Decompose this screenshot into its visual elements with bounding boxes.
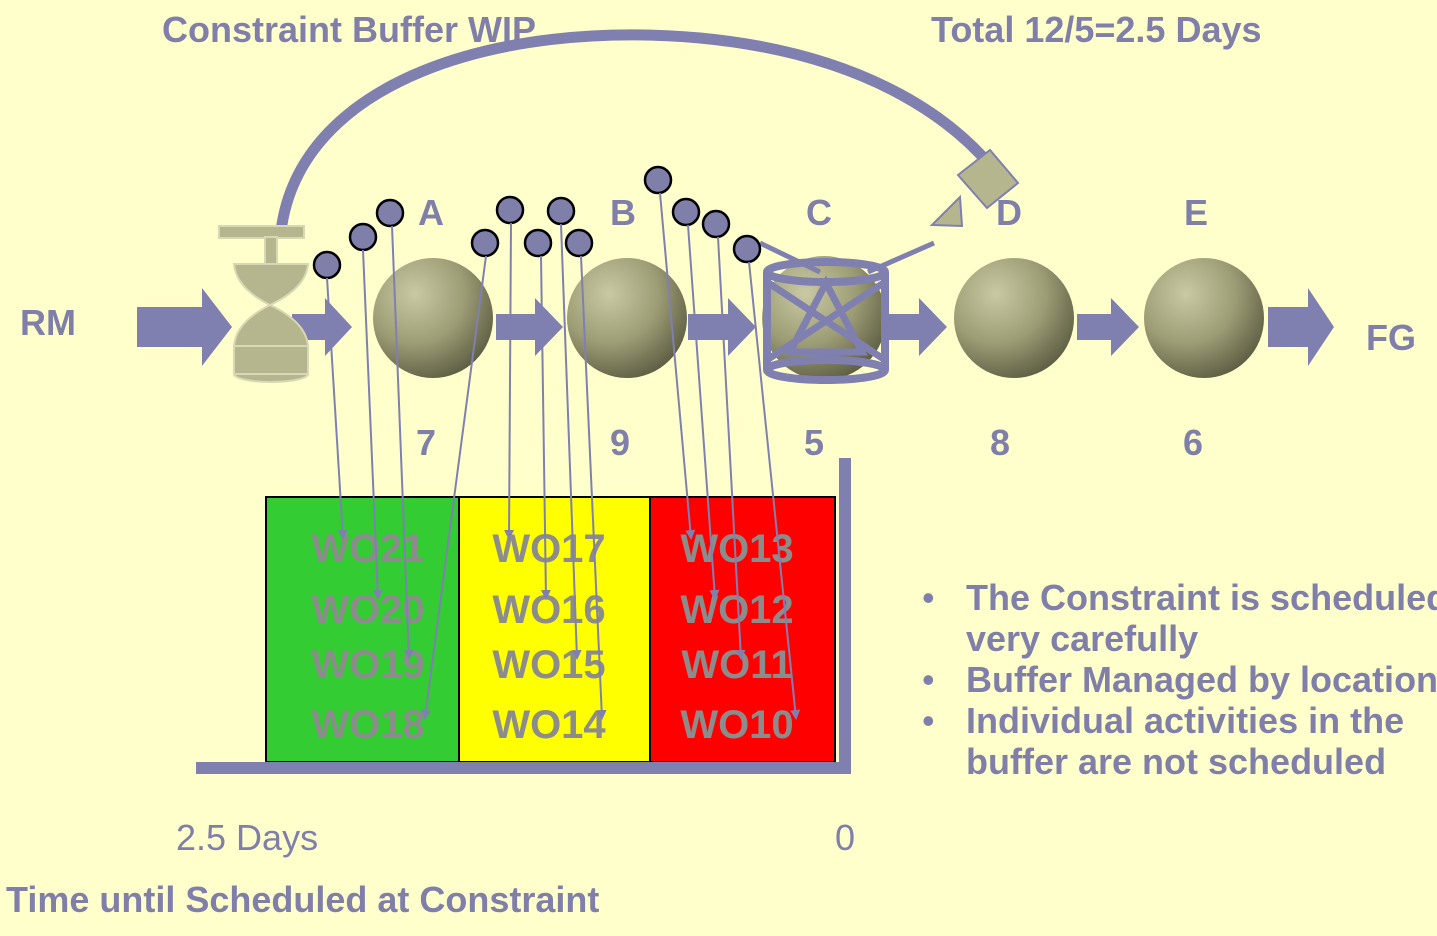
station-time-a: 7 [416, 422, 437, 463]
red-zone [649, 496, 836, 763]
wo-label: WO13 [680, 527, 793, 571]
station-label-b: B [610, 192, 636, 233]
station-label-a: A [418, 192, 444, 233]
axis-start-label: 2.5 Days [176, 817, 319, 858]
note-line: The Constraint is scheduled [966, 577, 1437, 618]
wo-label: WO14 [492, 703, 606, 747]
drum-icon [758, 240, 936, 384]
note-line: buffer are not scheduled [966, 741, 1387, 782]
station-a [373, 258, 493, 378]
flow-arrows [137, 288, 1334, 366]
wo-label: WO15 [492, 643, 605, 687]
wo-label: WO11 [681, 643, 792, 687]
station-label-e: E [1184, 192, 1209, 233]
note-item: • Individual activities in the buffer ar… [922, 700, 1437, 782]
station-d [954, 258, 1074, 378]
rm-label: RM [20, 302, 76, 343]
note-item: • The Constraint is scheduled very caref… [922, 577, 1437, 659]
note-line: very carefully [966, 618, 1199, 659]
stations [373, 256, 1264, 380]
total-title: Total 12/5=2.5 Days [931, 9, 1262, 50]
note-item: • Buffer Managed by location [922, 659, 1437, 700]
yellow-zone [458, 496, 651, 763]
wo-label: WO16 [492, 588, 605, 632]
axis-title: Time until Scheduled at Constraint [6, 879, 600, 920]
station-time-c: 5 [804, 422, 825, 463]
wo-label: WO21 [311, 527, 424, 571]
buffer-axes [196, 458, 851, 774]
axis-end-label: 0 [835, 817, 856, 858]
station-b [567, 258, 687, 378]
rope-end-icon [929, 148, 1020, 228]
station-e [1144, 258, 1264, 378]
station-time-e: 6 [1183, 422, 1204, 463]
release-gate-icon [218, 225, 310, 383]
station-label-c: C [806, 192, 832, 233]
buffer-title: Constraint Buffer WIP [162, 9, 536, 50]
notes-list: • The Constraint is scheduled very caref… [922, 577, 1437, 782]
bullet-icon: • [922, 577, 935, 618]
station-time-d: 8 [990, 422, 1011, 463]
wip-tokens [312, 165, 762, 280]
station-time-b: 9 [610, 422, 631, 463]
rope-line [275, 29, 995, 232]
bullet-icon: • [922, 659, 935, 700]
fg-label: FG [1366, 317, 1416, 358]
wo-label: WO10 [680, 703, 793, 747]
note-line: Individual activities in the [966, 700, 1405, 741]
wo-label: WO18 [311, 703, 424, 747]
bullet-icon: • [922, 700, 935, 741]
station-label-d: D [996, 192, 1022, 233]
token-connectors [326, 192, 801, 720]
note-line: Buffer Managed by location [966, 659, 1437, 700]
